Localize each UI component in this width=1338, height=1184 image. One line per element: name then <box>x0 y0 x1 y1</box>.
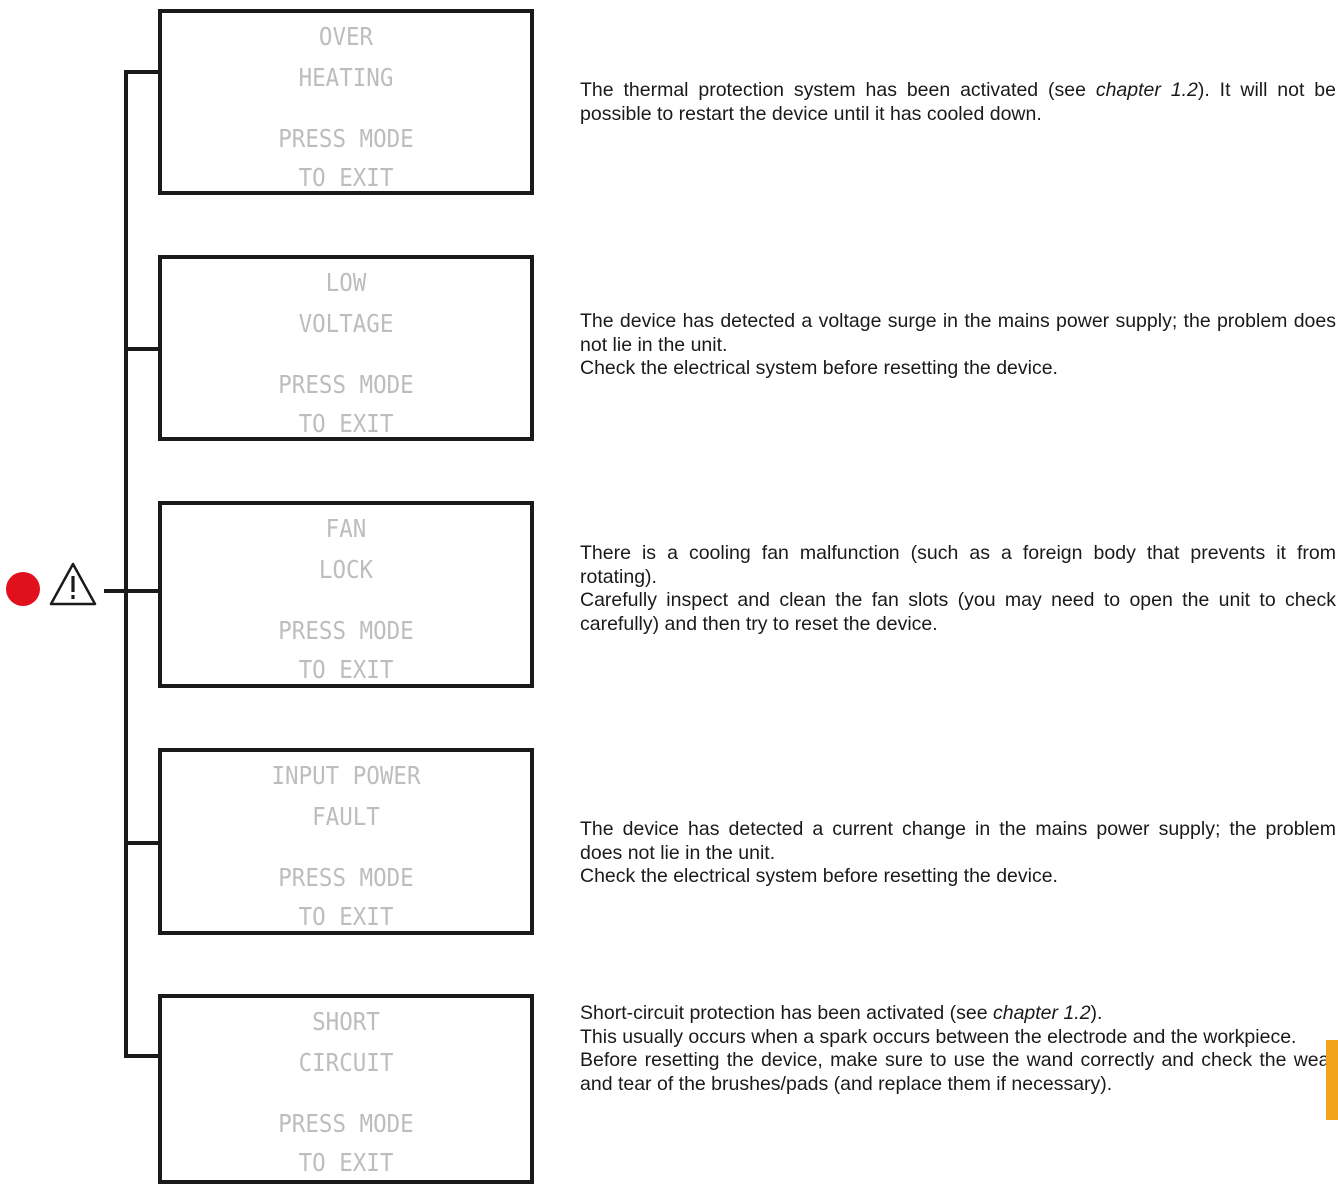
error-description: The thermal protection system has been a… <box>580 79 1336 126</box>
connector-branch <box>124 589 158 593</box>
lcd-line: TO EXIT <box>298 409 394 438</box>
lcd-line: TO EXIT <box>298 655 394 684</box>
lcd-line: TO EXIT <box>298 1148 394 1177</box>
connector-branch <box>124 70 158 74</box>
description-text: ). It will not be possible to restart th… <box>580 79 1336 125</box>
lcd-line: PRESS MODE <box>278 863 414 892</box>
lcd-line: TO EXIT <box>298 163 394 192</box>
lcd-line: OVER <box>318 22 374 51</box>
lcd-line: HEATING <box>298 63 394 92</box>
error-description: The device has detected a voltage surge … <box>580 310 1336 381</box>
lcd-display-short-circuit: SHORT CIRCUIT PRESS MODE TO EXIT <box>158 994 534 1184</box>
error-description: The device has detected a current change… <box>580 818 1336 889</box>
description-text: Short-circuit protection has been activa… <box>580 1002 993 1024</box>
lcd-display-fan-lock: FAN LOCK PRESS MODE TO EXIT <box>158 501 534 688</box>
description-paragraph: The thermal protection system has been a… <box>580 79 1336 126</box>
lcd-display-over-heating: OVER HEATING PRESS MODE TO EXIT <box>158 9 534 195</box>
lcd-line: FAULT <box>312 802 380 831</box>
warning-triangle-icon <box>49 562 97 606</box>
description-paragraph: Check the electrical system before reset… <box>580 865 1058 887</box>
lcd-display-low-voltage: LOW VOLTAGE PRESS MODE TO EXIT <box>158 255 534 441</box>
lcd-display-input-power-fault: INPUT POWER FAULT PRESS MODE TO EXIT <box>158 748 534 935</box>
connector-branch <box>124 347 158 351</box>
lcd-line: PRESS MODE <box>278 124 414 153</box>
chapter-reference: chapter 1.2 <box>992 1002 1091 1024</box>
description-paragraph: There is a cooling fan malfunction (such… <box>580 542 1336 588</box>
lcd-line: VOLTAGE <box>298 309 394 338</box>
lcd-line: CIRCUIT <box>298 1048 394 1077</box>
description-paragraph: Carefully inspect and clean the fan slot… <box>580 589 1336 635</box>
description-paragraph: This usually occurs when a spark occurs … <box>580 1025 1297 1048</box>
lcd-line: PRESS MODE <box>278 616 414 645</box>
description-paragraph: Before resetting the device, make sure t… <box>580 1049 1336 1095</box>
section-tab-marker <box>1326 1040 1338 1120</box>
connector-trunk <box>124 72 128 1056</box>
red-dot-icon <box>6 572 40 606</box>
error-description: There is a cooling fan malfunction (such… <box>580 542 1336 636</box>
description-text: The thermal protection system has been a… <box>580 79 1096 101</box>
connector-branch <box>124 841 158 845</box>
connector-branch <box>124 1054 158 1058</box>
lcd-line: LOW <box>325 268 367 297</box>
description-paragraph: Short-circuit protection has been activa… <box>580 1002 1336 1026</box>
error-description: Short-circuit protection has been activa… <box>580 1002 1336 1096</box>
lcd-line: SHORT <box>312 1007 380 1036</box>
description-paragraph: Check the electrical system before reset… <box>580 357 1058 379</box>
lcd-line: FAN <box>325 514 367 543</box>
description-paragraph: The device has detected a voltage surge … <box>580 310 1336 356</box>
lcd-line: PRESS MODE <box>278 1109 414 1138</box>
description-paragraph: The device has detected a current change… <box>580 818 1336 864</box>
lcd-line: LOCK <box>318 555 374 584</box>
lcd-line: INPUT POWER <box>271 761 421 790</box>
lcd-line: TO EXIT <box>298 902 394 931</box>
description-text: ). <box>1090 1002 1103 1024</box>
lcd-line: PRESS MODE <box>278 370 414 399</box>
chapter-reference: chapter 1.2 <box>1095 79 1198 101</box>
